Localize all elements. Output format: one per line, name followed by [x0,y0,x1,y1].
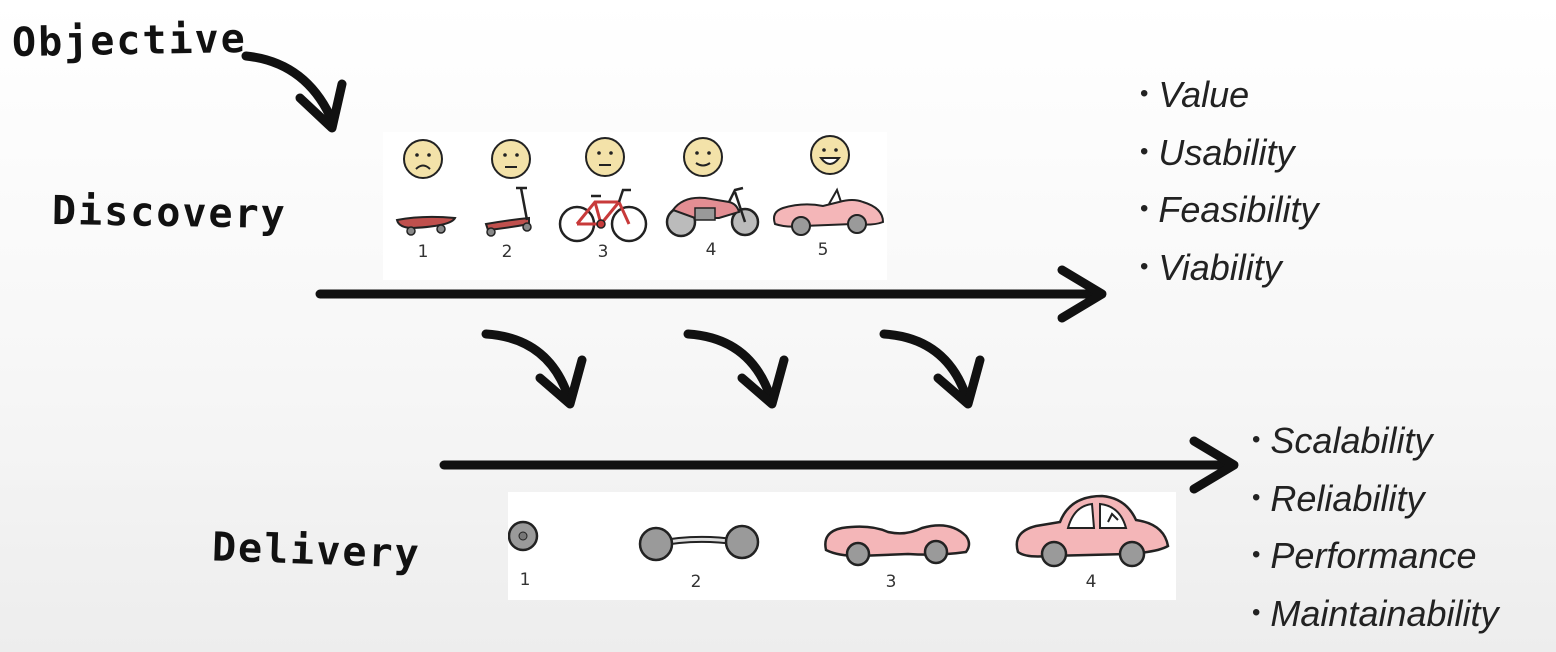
discovery-step-number: 5 [817,240,829,260]
discovery-attribute: •Value [1140,74,1250,115]
delivery-step-number: 4 [1085,572,1097,592]
axle-icon [638,524,760,562]
discovery-step-number: 4 [705,240,717,260]
skateboard-icon [395,215,457,236]
delivery-attribute: •Reliability [1252,477,1425,519]
sad-face-icon [403,139,443,179]
discovery-timeline-arrow-icon [315,265,1107,323]
delivery-attribute: •Scalability [1252,420,1433,461]
delivery-attribute: •Performance [1252,535,1477,576]
discovery-attribute: •Usability [1140,131,1295,173]
curved-arrow-icon [683,329,789,409]
delivery-timeline-arrow-icon [439,436,1239,494]
delivery-step-number: 1 [519,570,531,590]
motorcycle-icon [665,186,760,238]
delivery-panel: 1 2 3 4 [507,492,1176,600]
discovery-attributes-list: •Value •Usability •Feasibility •Viabilit… [1140,66,1318,296]
delivery-step-number: 3 [885,572,897,592]
curved-arrow-icon [241,51,347,133]
curved-arrow-icon [481,329,587,409]
car-body-icon [824,524,971,567]
delivery-attributes-list: •Scalability •Reliability •Performance •… [1252,412,1499,642]
wheel-icon [507,520,539,552]
delivery-attribute: •Maintainability [1252,592,1499,634]
discovery-attribute: •Viability [1140,246,1282,288]
discovery-step-number: 1 [417,242,429,262]
delivery-step-number: 2 [690,572,702,592]
bicycle-icon [558,188,648,243]
convertible-car-icon [773,187,885,236]
happy-face-icon [810,135,850,175]
slight-smile-face-icon [683,137,723,177]
neutral-face-icon [585,137,625,177]
discovery-panel: 1 2 3 4 5 [383,132,887,280]
discovery-step-number: 2 [501,242,513,262]
complete-car-icon [1015,494,1170,568]
curved-arrow-icon [879,329,985,409]
neutral-face-icon [491,139,531,179]
discovery-attribute: •Feasibility [1140,189,1319,230]
discovery-illustration [395,135,885,243]
discovery-step-number: 3 [597,242,609,262]
scooter-icon [484,186,532,237]
delivery-illustration [507,494,1170,568]
